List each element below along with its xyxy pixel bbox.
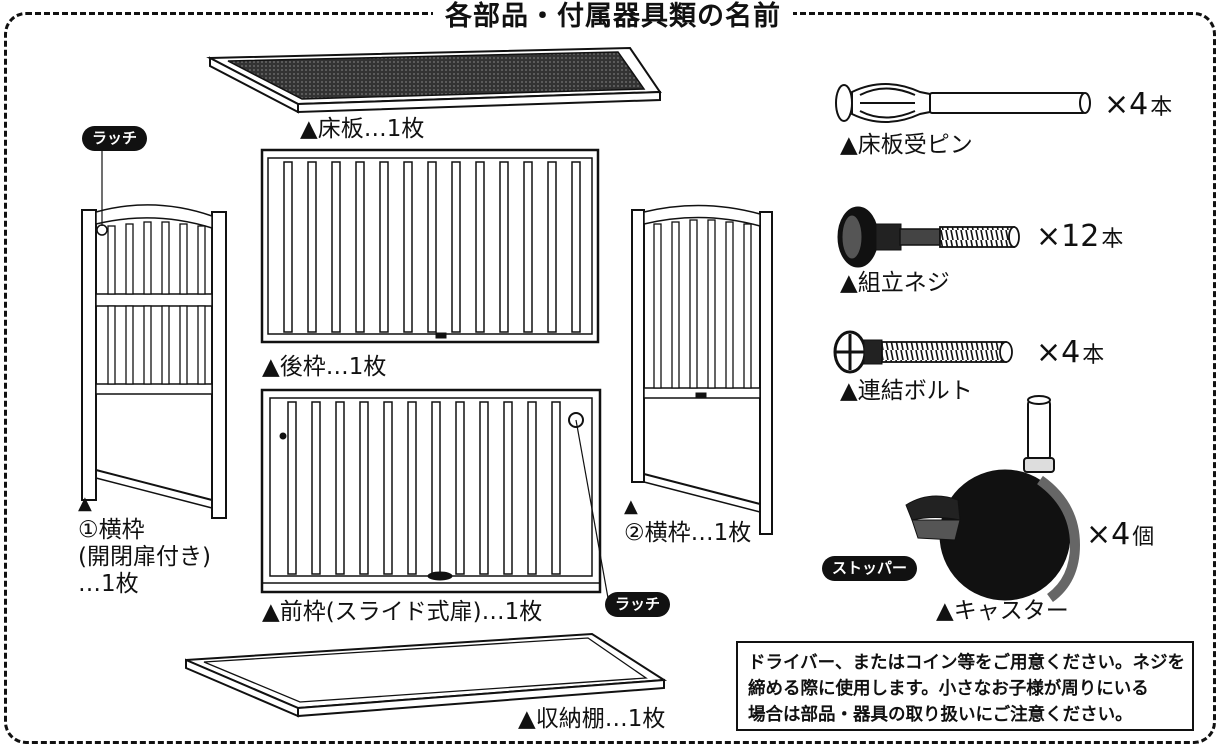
connecting-bolt-qty: ×4本 [1036, 338, 1104, 368]
side-frame-1-marker: ▲ [78, 493, 92, 514]
floor-board-label: ▲床板…1枚 [300, 116, 425, 142]
side-frame-2-illustration [631, 204, 773, 535]
caution-note-box: ドライバー、またはコイン等をご用意ください。ネジを 締める際に使用します。小さな… [736, 641, 1194, 731]
diagram-title: 各部品・付属器具類の名前 [433, 1, 793, 32]
floor-pin-qty-value: ×4 [1104, 87, 1149, 122]
caution-note-line-2: 締める際に使用します。小さなお子様が周りにいる [748, 679, 1149, 699]
front-frame-label: ▲前枠(スライド式扉)…1枚 [262, 599, 543, 625]
assembly-screw-qty-value: ×12 [1036, 219, 1100, 254]
caster-qty-value: ×4 [1086, 517, 1131, 552]
side-frame-1-illustration [81, 150, 227, 519]
caution-note-line-1: ドライバー、またはコイン等をご用意ください。ネジを [748, 653, 1185, 673]
side-frame-1-detail: (開閉扉付き) [78, 544, 211, 570]
side-frame-2-marker: ▲ [624, 496, 638, 517]
storage-shelf-label: ▲収納棚…1枚 [518, 706, 666, 732]
side-frame-1-count: …1枚 [78, 571, 139, 597]
stopper-badge: ストッパー [822, 556, 918, 581]
side-frame-2-label: ②横枠…1枚 [624, 520, 752, 546]
caster-illustration [905, 395, 1081, 603]
diagram-title-wrap: 各部品・付属器具類の名前 [0, 0, 1226, 33]
assembly-screw-qty: ×12本 [1036, 222, 1123, 252]
floor-board-illustration [206, 46, 662, 114]
storage-shelf-illustration [185, 632, 668, 718]
connecting-bolt-illustration [833, 330, 1013, 374]
caster-qty: ×4個 [1086, 520, 1154, 550]
latch-badge-bottom: ラッチ [605, 592, 671, 617]
assembly-screw-illustration [837, 206, 1020, 268]
side-frame-1-name: ①横枠 [78, 517, 145, 543]
back-frame-illustration [260, 148, 600, 344]
latch-badge-top: ラッチ [82, 126, 148, 151]
connecting-bolt-qty-value: ×4 [1036, 335, 1081, 370]
floor-pin-qty: ×4本 [1104, 90, 1172, 120]
assembly-screw-qty-unit: 本 [1101, 227, 1124, 252]
connecting-bolt-qty-unit: 本 [1082, 343, 1105, 368]
floor-pin-illustration [835, 83, 1091, 123]
caster-label: ▲キャスター [936, 598, 1069, 624]
assembly-screw-label: ▲組立ネジ [840, 270, 950, 296]
side-frame-1-label: ▲ ①横枠 (開閉扉付き) …1枚 [78, 490, 211, 598]
back-frame-label: ▲後枠…1枚 [262, 354, 387, 380]
floor-pin-label: ▲床板受ピン [840, 132, 973, 158]
floor-pin-qty-unit: 本 [1150, 95, 1173, 120]
caution-note-line-3: 場合は部品・器具の取り扱いにご注意ください。 [748, 705, 1133, 725]
caster-qty-unit: 個 [1132, 525, 1155, 550]
connecting-bolt-label: ▲連結ボルト [840, 378, 973, 404]
front-frame-illustration [260, 388, 609, 599]
